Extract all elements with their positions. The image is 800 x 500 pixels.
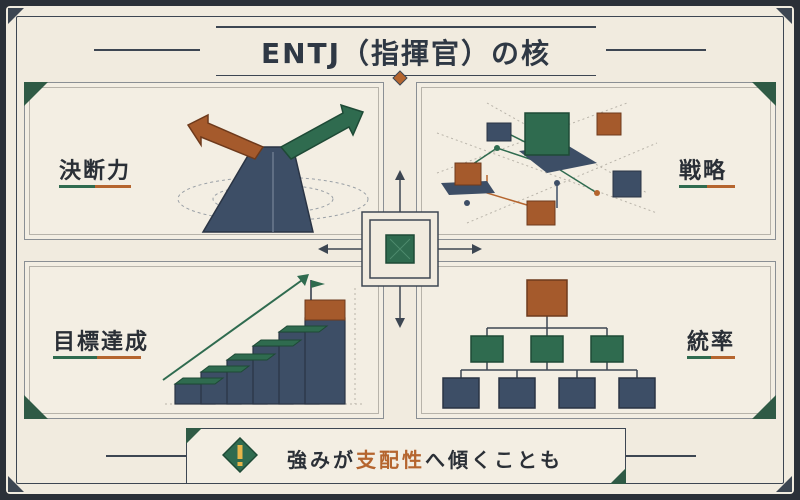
stair-growth-icon xyxy=(162,274,365,405)
corner-ornament xyxy=(768,468,794,494)
diamond-ornament xyxy=(392,70,408,86)
poster-frame: ENTJ（指揮官）の核 決断力 戦略 xyxy=(6,6,794,494)
label-goal: 目標達成 xyxy=(53,330,150,355)
compass-crosshair-icon xyxy=(318,170,482,328)
page-title: ENTJ（指揮官）の核 xyxy=(260,37,552,70)
label-strategy: 戦略 xyxy=(679,159,728,184)
org-hierarchy-icon xyxy=(442,279,656,409)
label-decisiveness: 決断力 xyxy=(59,159,132,184)
title-rule-left xyxy=(94,49,200,51)
corner-ornament xyxy=(6,6,32,32)
banner-text: 強みが支配性へ傾くことも xyxy=(287,448,563,472)
diverging-arrows-icon xyxy=(177,103,369,233)
corner-ornament xyxy=(6,468,32,494)
panel-strategy: 戦略 xyxy=(416,82,776,240)
strategy-network-icon xyxy=(436,102,658,226)
panel-decisiveness: 決断力 xyxy=(24,82,384,240)
banner-rule-right xyxy=(626,455,696,457)
title-box: ENTJ（指揮官）の核 xyxy=(216,26,596,80)
banner-rule-left xyxy=(106,455,186,457)
corner-ornament xyxy=(768,6,794,32)
title-rule-right xyxy=(606,49,706,51)
label-command: 統率 xyxy=(687,330,736,355)
exclamation-icon xyxy=(222,437,258,473)
warning-banner: 強みが支配性へ傾くことも xyxy=(186,428,626,484)
panel-goal: 目標達成 xyxy=(24,261,384,419)
panel-command: 統率 xyxy=(416,261,776,419)
